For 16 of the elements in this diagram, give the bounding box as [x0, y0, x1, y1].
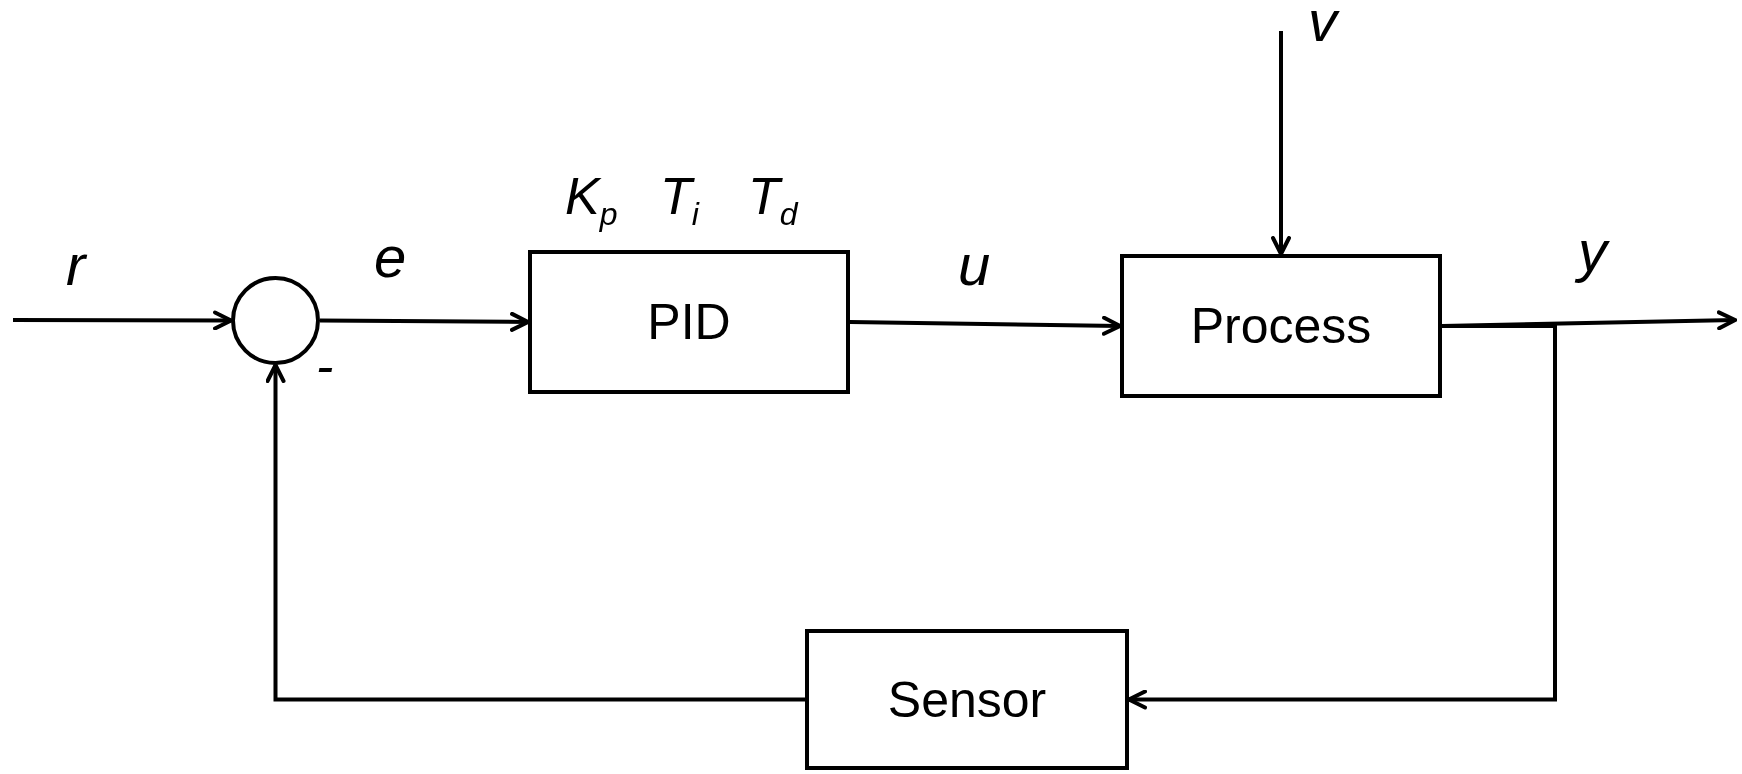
arrow	[13, 310, 233, 331]
parameter-label: K$_{p}$	[565, 170, 618, 231]
block-label: Process	[1190, 297, 1372, 355]
arrow	[1271, 31, 1291, 256]
process-box	[805, 629, 1129, 770]
arrow	[849, 315, 1122, 336]
parameter-label: T$_{i}$	[660, 170, 699, 231]
process-box	[1120, 254, 1442, 398]
block-label: Sensor	[887, 670, 1047, 729]
arrow	[265, 363, 805, 702]
process-box	[528, 250, 850, 394]
block-label: PID	[647, 293, 731, 351]
arrow	[320, 311, 530, 332]
summing-junction	[231, 276, 320, 365]
parameter-label: T$_{d}$	[748, 170, 798, 231]
sign-label: -	[316, 340, 334, 392]
